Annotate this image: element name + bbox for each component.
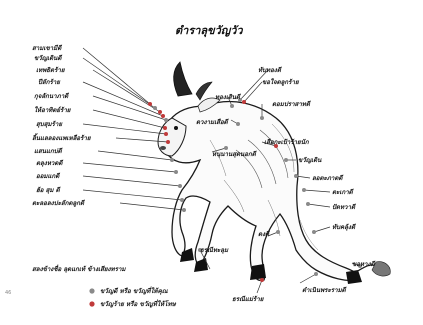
label-saen-kae: แสนแกบ่ดี bbox=[34, 147, 63, 155]
label-thorani-thalum: ธรณีทะลุม bbox=[200, 246, 229, 254]
whorl-point bbox=[178, 184, 182, 188]
whorl-point bbox=[276, 230, 280, 234]
whorl-point bbox=[294, 174, 298, 178]
legend-good-dot bbox=[89, 288, 94, 293]
whorl-point bbox=[182, 208, 186, 212]
whorl-point bbox=[242, 100, 246, 104]
label-dong: ดงดี bbox=[258, 230, 270, 238]
label-damnoen-phra-ram: ตำเนินพระรามดี bbox=[302, 286, 347, 294]
label-thap-khlung: ทับคลุ้งดี bbox=[332, 223, 356, 231]
label-kho-hang: ขอหางดี bbox=[352, 260, 376, 268]
whorl-point bbox=[314, 272, 318, 276]
whorl-point bbox=[164, 132, 168, 136]
whorl-point bbox=[153, 106, 157, 110]
whorl-point bbox=[306, 202, 310, 206]
label-thorani-mae: ธรณีแม่ร้าย bbox=[232, 295, 265, 303]
label-khwan-doen-left: ขวัญเดินดี bbox=[34, 54, 62, 62]
whorl-point bbox=[163, 126, 167, 130]
label-om-prasat: ดอมปราสาทดี bbox=[272, 100, 311, 108]
label-thong-soen: ทองเสินดี bbox=[215, 93, 241, 101]
whorl-point bbox=[170, 158, 174, 162]
whorl-point bbox=[260, 116, 264, 120]
whorl-point bbox=[166, 140, 170, 144]
legend: ขวัญดี หรือ ขวัญที่ให้คุณ ขวัญร้าย หรือ … bbox=[89, 286, 176, 308]
label-pi-lak: ปีลักร้าย bbox=[38, 78, 61, 86]
page-number: 46 bbox=[5, 290, 11, 296]
label-sam-khao: สามเขามีดี bbox=[32, 44, 62, 52]
label-kho-chai: ขอใจดลูกร้าย bbox=[262, 78, 300, 86]
label-thep-thit: เทพธิตร้าย bbox=[36, 66, 66, 74]
label-thap-thong: ทับทองดี bbox=[258, 66, 282, 74]
label-ta-kao: ตะเกาดี bbox=[332, 188, 354, 196]
label-ho-sum: ฮ้อ สุม ดี bbox=[36, 186, 61, 194]
whorl-point bbox=[180, 198, 184, 202]
legend-bad-label: ขวัญร้าย หรือ ขวัญที่ให้โทษ bbox=[100, 299, 177, 308]
legend-good-label: ขวัญดี หรือ ขวัญที่ให้คุณ bbox=[100, 286, 169, 295]
label-salong-khang: สลงข้างชื่อ ลุดแกเท้ ข้างเสียงทราม bbox=[32, 264, 126, 273]
legend-bad-dot bbox=[89, 301, 94, 306]
label-pat-thawa: ปัดทวาดี bbox=[332, 203, 356, 211]
whorl-point bbox=[161, 114, 165, 118]
whorl-point bbox=[236, 122, 240, 126]
whorl-point bbox=[148, 102, 152, 106]
whorl-point bbox=[174, 170, 178, 174]
whorl-point bbox=[224, 146, 228, 150]
whorl-point bbox=[230, 104, 234, 108]
whorl-point bbox=[164, 118, 168, 122]
label-kut-lak-na: กุจลักนาภาดี bbox=[34, 92, 69, 100]
diagram-title: ตำราลุขวัญวัว bbox=[175, 24, 243, 38]
label-ta-lo-long: ตะลอลงปะลักดลูกดี bbox=[32, 199, 85, 207]
whorl-point bbox=[158, 110, 162, 114]
label-lin-laeng: ลิ้นแลลองแพเหลือร้าย bbox=[32, 133, 92, 142]
label-hai-athit: ให้อาทิตย์ร้าย bbox=[34, 106, 72, 114]
whorl-point bbox=[284, 158, 288, 162]
label-om-kae: ออมแกดี bbox=[36, 172, 60, 180]
bull-illustration bbox=[158, 62, 390, 284]
whorl-point bbox=[302, 188, 306, 192]
label-khwan-doen-right: ขวัญเดิน bbox=[298, 156, 322, 164]
label-suea-kapao: เสือกะเป้าร้ายนัก bbox=[264, 138, 310, 146]
label-sup-sum: สุบสุมร้าย bbox=[36, 120, 63, 128]
label-nunan: หนุนานสุดนอกดี bbox=[212, 150, 257, 158]
whorl-point bbox=[260, 278, 264, 282]
whorl-point bbox=[312, 230, 316, 234]
label-duang-am: ดวงามเสือดี bbox=[196, 118, 229, 126]
label-lo-ta-phat: ลอตะภาตดี bbox=[312, 174, 343, 182]
label-talung-huat: ตลุงหวดดี bbox=[36, 159, 63, 167]
